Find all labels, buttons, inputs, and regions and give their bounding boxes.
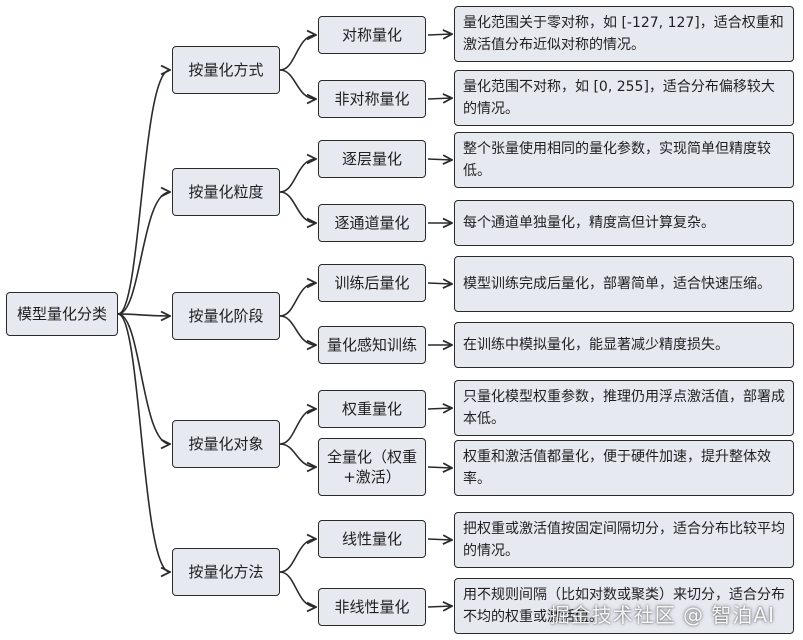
desc-box-ptq: 模型训练完成后量化，部署简单，适合快速压缩。 (454, 256, 794, 312)
connector-root-to-category (117, 192, 170, 315)
arrow-leaf-to-description (427, 606, 452, 607)
desc-text: 只量化模型权重参数，推理仍用浮点激活值，部署成本低。 (463, 389, 785, 427)
arrow-leaf-to-description (427, 283, 452, 284)
connector-category-to-leaf (279, 443, 316, 467)
arrow-leaf-to-description (427, 98, 452, 99)
leaf-node-linear: 线性量化 (318, 520, 426, 558)
leaf-node-per-layer: 逐层量化 (318, 140, 426, 178)
desc-text: 用不规则间隔（比如对数或聚类）来切分，适合分布不均的权重或激活值。 (463, 587, 785, 625)
leaf-node-nonlinear: 非线性量化 (318, 588, 426, 626)
arrow-leaf-to-description (427, 539, 452, 540)
desc-box-symmetric: 量化范围关于零对称，如 [-127, 127]，适合权重和激活值分布近似对称的情… (454, 6, 794, 62)
connector-category-to-leaf (279, 283, 316, 317)
category-node-approach: 按量化方法 (172, 548, 280, 596)
leaf-node-per-channel: 逐通道量化 (318, 204, 426, 242)
connector-root-to-category (117, 313, 170, 572)
arrow-leaf-to-description (427, 159, 452, 160)
connector-category-to-leaf (279, 315, 316, 345)
leaf-node-asymmetric: 非对称量化 (318, 80, 426, 118)
connector-root-to-category (117, 314, 170, 316)
leaf-node-qat: 量化感知训练 (318, 326, 426, 364)
category-node-object: 按量化对象 (172, 420, 280, 468)
desc-text: 在训练中模拟量化，能显著减少精度损失。 (463, 337, 729, 353)
arrow-leaf-to-description (427, 34, 452, 35)
category-node-granularity: 按量化粒度 (172, 168, 280, 216)
connector-root-to-category (117, 70, 170, 315)
leaf-node-symmetric: 对称量化 (318, 16, 426, 54)
leaf-node-full-quant: 全量化（权重+激活） (318, 438, 426, 496)
connector-category-to-leaf (279, 69, 316, 99)
connector-category-to-leaf (279, 191, 316, 223)
desc-text: 把权重或激活值按固定间隔切分，适合分布比较平均的情况。 (463, 521, 785, 559)
arrow-leaf-to-description (427, 408, 452, 409)
connector-root-to-category (117, 313, 170, 444)
desc-text: 每个通道单独量化，精度高但计算复杂。 (463, 215, 715, 231)
leaf-node-ptq: 训练后量化 (318, 264, 426, 302)
connector-category-to-leaf (279, 35, 316, 71)
desc-text: 权重和激活值都量化，便于硬件加速，提升整体效率。 (463, 449, 771, 487)
desc-box-weight-only: 只量化模型权重参数，推理仍用浮点激活值，部署成本低。 (454, 380, 794, 436)
desc-box-full-quant: 权重和激活值都量化，便于硬件加速，提升整体效率。 (454, 440, 794, 496)
desc-text: 量化范围不对称，如 [0, 255]，适合分布偏移较大的情况。 (463, 79, 775, 117)
desc-box-per-channel: 每个通道单独量化，精度高但计算复杂。 (454, 200, 794, 246)
leaf-node-weight-only: 权重量化 (318, 390, 426, 428)
category-node-method: 按量化方式 (172, 46, 280, 94)
desc-box-per-layer: 整个张量使用相同的量化参数，实现简单但精度较低。 (454, 132, 794, 188)
root-node: 模型量化分类 (6, 292, 118, 336)
desc-text: 整个张量使用相同的量化参数，实现简单但精度较低。 (463, 141, 771, 179)
category-node-stage: 按量化阶段 (172, 292, 280, 340)
desc-box-linear: 把权重或激活值按固定间隔切分，适合分布比较平均的情况。 (454, 512, 794, 568)
desc-box-nonlinear: 用不规则间隔（比如对数或聚类）来切分，适合分布不均的权重或激活值。 (454, 578, 794, 634)
connector-category-to-leaf (279, 409, 316, 445)
connector-category-to-leaf (279, 539, 316, 573)
watermark: 掘金技术社区 @ 智泊AI (549, 603, 775, 627)
connector-category-to-leaf (279, 159, 316, 193)
desc-text: 模型训练完成后量化，部署简单，适合快速压缩。 (463, 276, 771, 292)
arrow-leaf-to-description (427, 467, 452, 468)
desc-box-qat: 在训练中模拟量化，能显著减少精度损失。 (454, 322, 794, 368)
connector-category-to-leaf (279, 571, 316, 607)
desc-text: 量化范围关于零对称，如 [-127, 127]，适合权重和激活值分布近似对称的情… (463, 15, 784, 53)
desc-box-asymmetric: 量化范围不对称，如 [0, 255]，适合分布偏移较大的情况。 (454, 70, 794, 126)
